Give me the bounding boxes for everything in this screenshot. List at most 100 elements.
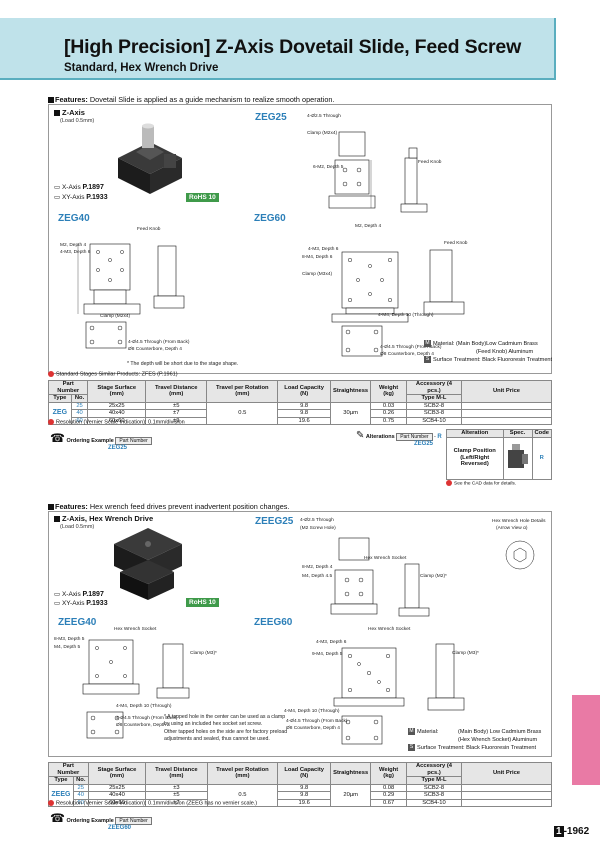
square-bullet-icon — [54, 110, 60, 117]
label-through: 4-Ø2.5 Through — [307, 114, 341, 119]
label-back-through-40: 4-Ø4.5 Through (From Back) — [128, 340, 190, 345]
label-back-through-60: 4-Ø4.5 Through (From Back) — [380, 345, 442, 350]
resolution-note-2: Resolution (Vernier Scale Indication): 0… — [48, 800, 257, 807]
surface-icon: S — [424, 356, 431, 364]
label-m3-depth5-40b: 8-M3, Depth 5 — [54, 637, 85, 642]
label-m4-depth5-40b: M4, Depth 5 — [54, 645, 81, 650]
rohs-badge-2: RoHS 10 — [186, 598, 219, 607]
zeg25-drawing — [328, 131, 428, 213]
features-line-1: Features: Dovetail Slide is applied as a… — [48, 95, 334, 104]
wrench-icon: ✎ — [356, 430, 365, 441]
label-m4-through-60b: 4-M4, Depth 10 (Through) — [284, 709, 340, 714]
zeeg60-drawing — [333, 643, 465, 745]
zeg40-drawing — [77, 243, 185, 349]
chapter-side-tab[interactable] — [572, 695, 600, 785]
square-bullet-icon — [54, 516, 60, 523]
label-screw-hole: (M2 Screw Hole) — [300, 526, 336, 531]
label-m2-depth4: M2, Depth 4 — [355, 224, 382, 229]
label-m2-depth4-40: M2, Depth 4 — [60, 243, 87, 248]
label-clamp-m3-40b: Clamp (M3)* — [190, 651, 217, 656]
label-hex-socket-60: Hex Wrench Socket — [368, 627, 411, 632]
label-m3-depth6-60: 4-M3, Depth 6 — [308, 247, 339, 252]
resolution-note-1: Resolution (Vernier Scale Indication): 0… — [48, 419, 185, 426]
note-icon — [48, 371, 54, 377]
hex-hole-detail — [505, 540, 535, 570]
label-feed-knob: Feed Knob — [418, 160, 442, 165]
model-zeg25: ZEG25 — [255, 112, 287, 123]
label-counterbore-40b: Ø8 Counterbore, Depth 4 — [116, 723, 170, 728]
section2-load: (Load 0.5mm) — [60, 524, 95, 530]
phone-icon: ☎ — [50, 431, 65, 445]
label-clamp-m2: Clamp (M2)* — [420, 574, 447, 579]
label-through-2: 4-Ø2.5 Through — [300, 518, 334, 523]
note-icon — [446, 480, 452, 486]
label-hex-socket-40: Hex Wrench Socket — [114, 627, 157, 632]
surface-icon: S — [408, 744, 415, 752]
label-counterbore-40: Ø8 Counterbore, Depth 4 — [128, 347, 182, 352]
label-feed-knob-40: Feed Knob — [137, 227, 161, 232]
alterations-example: ✎ Alterations Part Number - R ZEG25 — [356, 430, 442, 447]
material-icon: M — [408, 728, 415, 736]
model-zeg40: ZEG40 — [58, 213, 90, 224]
model-zeeg60: ZEEG60 — [254, 617, 293, 628]
material-icon: M — [424, 340, 431, 348]
ordering-example-1: ☎ Ordering Example Part Number ZEG25 — [50, 431, 152, 451]
label-counterbore-60: Ø8 Counterbore, Depth 4 — [380, 352, 434, 357]
label-back-through-40b: 4-Ø4.5 Through (From Back) — [116, 716, 178, 721]
label-m2-depth4-2: 8-M2, Depth 4 — [302, 565, 333, 570]
xref-x-axis[interactable]: ▭ X-Axis P.1897 — [54, 184, 104, 191]
note-icon — [48, 800, 54, 806]
page-subtitle: Standard, Hex Wrench Drive — [64, 62, 219, 74]
label-m4-depth6-60b: 9-M4, Depth 5 — [312, 652, 343, 657]
label-m3-depth6-60b: 4-M3, Depth 6 — [316, 640, 347, 645]
spec-table-1: Part Number Stage Surface (mm) Travel Di… — [47, 380, 552, 425]
zeeg25-drawing — [330, 537, 430, 617]
page-header: [High Precision] Z-Axis Dovetail Slide, … — [0, 18, 556, 80]
features-line-2: Features: Hex wrench feed drives prevent… — [48, 502, 289, 511]
section2-product-title: Z-Axis, Hex Wrench Drive — [54, 514, 153, 523]
label-counterbore-60b: Ø8 Counterbore, Depth 4 — [286, 726, 340, 731]
note-icon — [48, 419, 54, 425]
xref-xy-axis-2[interactable]: ▭ XY-Axis P.1933 — [54, 600, 108, 607]
label-m2-depth5: 6-M2, Depth 5 — [313, 165, 344, 170]
rohs-badge: RoHS 10 — [186, 193, 219, 202]
similar-products-note: Standard Stages Similar Products: ZFES (… — [48, 371, 178, 378]
section1-panel — [48, 104, 552, 374]
model-zeg60: ZEG60 — [254, 213, 286, 224]
zeeg-product-photo — [114, 528, 182, 600]
section2-panel — [48, 511, 552, 757]
label-m3-through-40b: 4-M4, Depth 10 (Through) — [116, 704, 172, 709]
xref-x-axis-2[interactable]: ▭ X-Axis P.1897 — [54, 591, 104, 598]
zeg-product-photo — [118, 123, 182, 194]
zeg60-drawing — [331, 249, 465, 357]
label-hex-socket-25: Hex Wrench Socket — [364, 556, 407, 561]
label-m4-depth45: M4, Depth 4.5 — [302, 574, 333, 579]
spec-table-2: Part Number Stage Surface (mm) Travel Di… — [48, 762, 552, 807]
cad-note: See the CAD data for details. — [446, 480, 516, 487]
square-bullet-icon — [48, 97, 54, 104]
label-clamp-m3-60b: Clamp (M3)* — [452, 651, 479, 656]
section1-product-title: Z-Axis — [54, 108, 85, 117]
zeeg40-drawing — [82, 639, 190, 739]
label-m4-through-60: 4-M4, Depth 10 (Through) — [378, 313, 434, 318]
section1-load: (Load 0.5mm) — [60, 118, 95, 124]
label-back-through-60b: 4-Ø4.5 Through (From Back) — [286, 719, 348, 724]
ordering-example-2: ☎ Ordering Example Part Number ZEEG60 — [50, 811, 152, 831]
phone-icon: ☎ — [50, 811, 65, 825]
xref-xy-axis[interactable]: ▭ XY-Axis P.1933 — [54, 194, 108, 201]
alteration-table: Alteration Spec. Code Clamp Position (Le… — [446, 429, 552, 480]
tap-note: * A tapped hole in the center can be use… — [164, 714, 288, 743]
clamp-position-icon — [507, 443, 528, 468]
label-arrow-view: (Arrow View α) — [496, 526, 528, 531]
label-clamp: Clamp (M2x4) — [307, 131, 338, 136]
depth-note: * The depth will be short due to the sta… — [127, 361, 239, 367]
label-feed-knob-60: Feed Knob — [444, 241, 468, 246]
square-bullet-icon — [48, 504, 54, 511]
page-number: 1-1962 — [554, 826, 590, 837]
